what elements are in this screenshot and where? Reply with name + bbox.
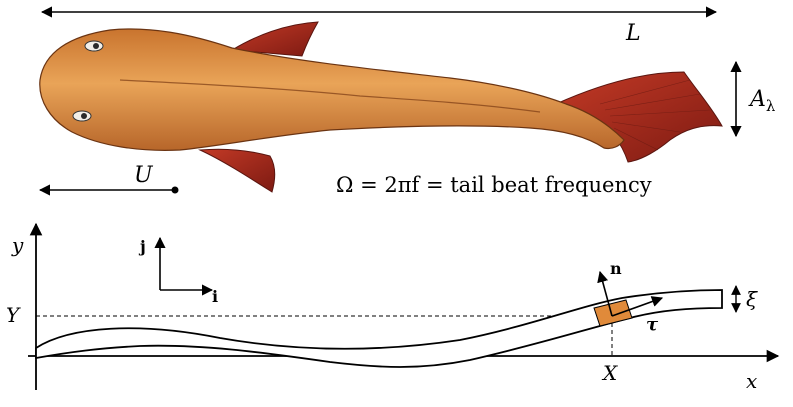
speed-label: U xyxy=(134,163,154,188)
tangent-vector xyxy=(611,296,664,317)
lateral-line xyxy=(119,79,541,113)
xi-label: ξ xyxy=(746,287,758,311)
X-label: X xyxy=(601,361,618,385)
Y-label: Y xyxy=(6,303,21,327)
kinematic-model: y x j i Y X n τ ξ xyxy=(6,222,780,393)
tail-beat-frequency-label: Ω = 2πf = tail beat frequency xyxy=(336,173,652,197)
i-label: i xyxy=(212,287,218,306)
tau-label: τ xyxy=(646,314,659,335)
caudal-fin-rays xyxy=(599,79,711,151)
pectoral-fin xyxy=(198,148,276,193)
n-label: n xyxy=(610,259,622,278)
speed-arrow-origin xyxy=(171,186,179,194)
y-axis-label: y xyxy=(11,233,24,257)
body-element xyxy=(593,299,633,327)
fish-body xyxy=(39,28,625,151)
amplitude-subscript: λ xyxy=(766,97,776,115)
normal-vector xyxy=(597,270,613,317)
dorsal-fin xyxy=(230,21,319,57)
j-label: j xyxy=(138,237,146,256)
amplitude-label: Aλ xyxy=(748,87,776,115)
length-label: L xyxy=(625,21,641,46)
x-axis-label: x xyxy=(746,369,757,393)
fish-illustration: L Aλ U xyxy=(38,6,776,197)
